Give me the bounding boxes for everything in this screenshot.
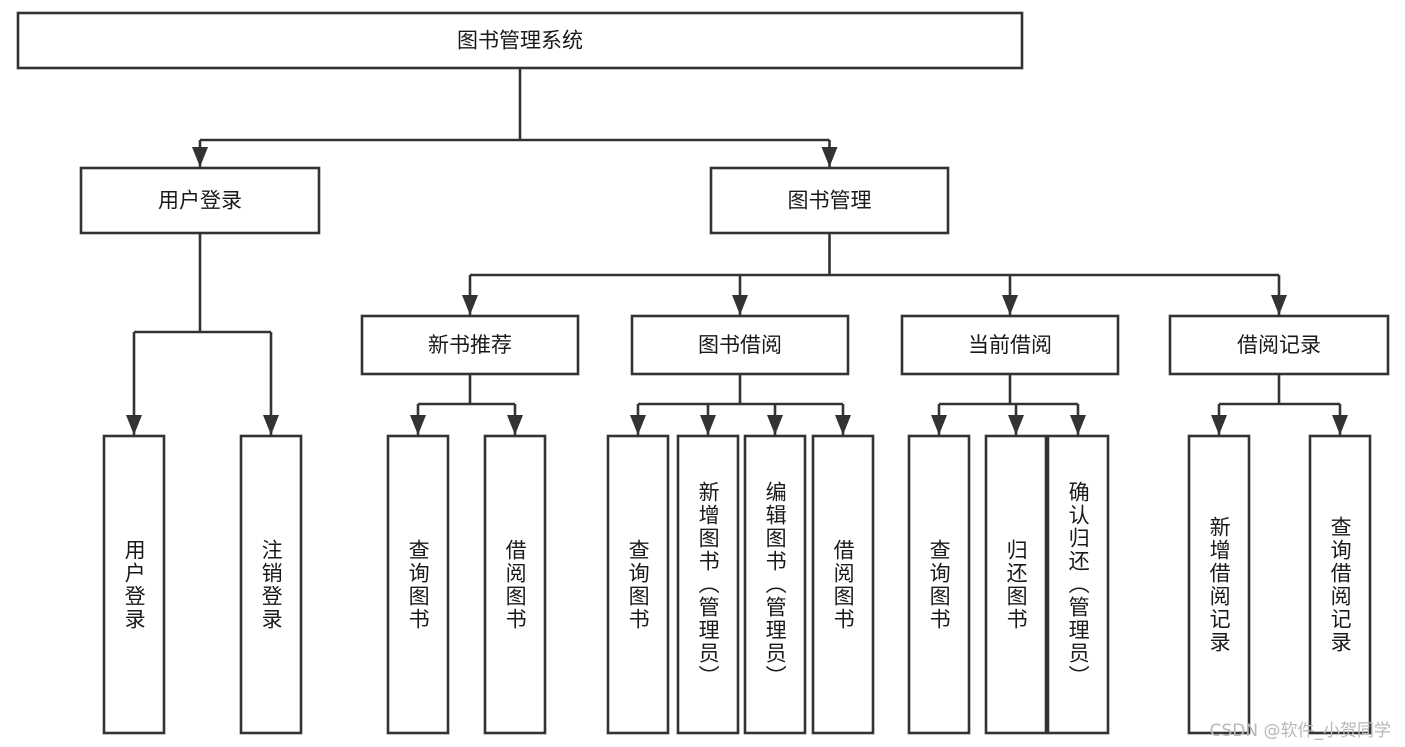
conn-current-arrow-2 (1070, 415, 1086, 435)
conn-borrow-arrow-2 (767, 415, 783, 435)
node-level2-1[interactable] (709, 166, 950, 235)
conn-current-arrow-0 (931, 415, 947, 435)
node-leaf-3[interactable] (483, 434, 547, 735)
node-level3-label-3: 借阅记录 (1237, 333, 1321, 357)
node-leaf-8[interactable] (907, 434, 971, 735)
node-level2-label-0: 用户登录 (158, 189, 242, 213)
conn-borrow-arrow-3 (835, 415, 851, 435)
conn-books-arrow-2 (1002, 295, 1018, 315)
node-level3-label-1: 图书借阅 (698, 333, 782, 357)
conn-root-arrow-0 (192, 147, 208, 167)
node-leaf-12[interactable] (1308, 434, 1372, 735)
node-leaf-7[interactable] (811, 434, 875, 735)
conn-newbook-arrow-1 (507, 415, 523, 435)
node-level3-3[interactable] (1168, 314, 1390, 376)
node-leaf-2[interactable] (386, 434, 450, 735)
box-layer (16, 11, 1390, 735)
conn-borrow-arrow-0 (630, 415, 646, 435)
node-leaf-5[interactable] (676, 434, 740, 735)
node-level2-label-1: 图书管理 (788, 189, 872, 213)
node-leaf-9[interactable] (984, 434, 1048, 735)
node-leaf-0[interactable] (102, 434, 166, 735)
node-leaf-6[interactable] (743, 434, 807, 735)
node-level3-2[interactable] (900, 314, 1120, 376)
node-level2-0[interactable] (79, 166, 321, 235)
conn-login-arrow-0 (126, 415, 142, 435)
node-leaf-1[interactable] (239, 434, 303, 735)
conn-record-arrow-1 (1332, 415, 1348, 435)
conn-books-arrow-3 (1271, 295, 1287, 315)
node-root[interactable] (16, 11, 1024, 70)
node-leaf-10[interactable] (1046, 434, 1110, 735)
node-leaf-11[interactable] (1187, 434, 1251, 735)
node-leaf-4[interactable] (606, 434, 670, 735)
conn-borrow-arrow-1 (700, 415, 716, 435)
node-level3-label-2: 当前借阅 (968, 333, 1052, 357)
node-level3-label-0: 新书推荐 (428, 333, 512, 357)
conn-current-arrow-1 (1008, 415, 1024, 435)
conn-record-arrow-0 (1211, 415, 1227, 435)
conn-books-arrow-1 (732, 295, 748, 315)
node-level3-1[interactable] (630, 314, 850, 376)
connector-layer (126, 68, 1348, 435)
node-root-label: 图书管理系统 (457, 29, 583, 53)
node-level3-0[interactable] (360, 314, 580, 376)
conn-login-arrow-1 (263, 415, 279, 435)
conn-newbook-arrow-0 (410, 415, 426, 435)
conn-books-arrow-0 (462, 295, 478, 315)
conn-root-arrow-1 (821, 147, 838, 167)
